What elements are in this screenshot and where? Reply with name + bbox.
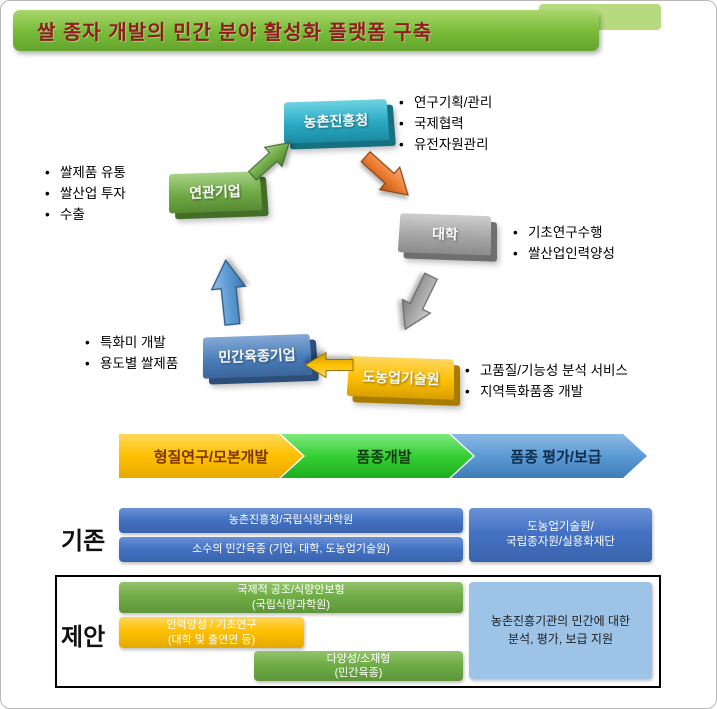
- node-provincial-tech-institute: 도농업기술원: [346, 355, 455, 400]
- notes-related-company: 쌀제품 유통 쌀산업 투자 수출: [45, 163, 126, 226]
- note-item: 유전자원관리: [399, 135, 492, 156]
- existing-row-label: 기존: [61, 528, 106, 555]
- proposal-bar-hr-basic-research-line1: 인력양성 / 기초연구: [166, 619, 257, 632]
- arrow-private-to-related-icon: [206, 254, 251, 330]
- proposal-bar-food-security-line1: 국제적 공조/식량안보형: [237, 584, 345, 597]
- proposal-right-line2: 분석, 평가, 보급 지원: [508, 631, 613, 646]
- note-item: 지역특화품종 개발: [465, 382, 628, 403]
- node-private-breeding-company-label: 민간육종기업: [218, 346, 297, 366]
- existing-bar-private-text: 소수의 민간육종 (기업, 대학, 도농업기술원): [192, 543, 390, 556]
- note-item: 국제협력: [399, 114, 492, 135]
- proposal-bar-diversity-line2: (민간육종): [334, 667, 383, 679]
- notes-provincial-tech-institute: 고품질/기능성 분석 서비스 지역특화품종 개발: [465, 361, 628, 403]
- note-item: 특화미 개발: [85, 333, 178, 354]
- proposal-row-label: 제안: [61, 624, 106, 651]
- proposal-bar-food-security: 국제적 공조/식량안보형 (국립식량과학원): [119, 582, 463, 613]
- note-item: 쌀산업 투자: [45, 184, 126, 205]
- note-item: 고품질/기능성 분석 서비스: [465, 361, 628, 382]
- note-item: 쌀제품 유통: [45, 163, 126, 184]
- arrow-rda-to-university-icon: [353, 143, 420, 208]
- block-arrow-shape: [401, 272, 439, 331]
- arrow-provincial-to-private-icon: [304, 350, 354, 380]
- existing-right-line1: 도농업기술원/: [527, 521, 594, 534]
- proposal-right-line1: 농촌진흥기관의 민간에 대한: [490, 614, 631, 629]
- note-item: 연구기획/관리: [399, 93, 492, 114]
- existing-bar-rda-text: 농촌진흥청/국립식량과학원: [228, 514, 354, 527]
- existing-bar-rda: 농촌진흥청/국립식량과학원: [119, 508, 463, 533]
- existing-bar-private: 소수의 민간육종 (기업, 대학, 도농업기술원): [119, 537, 463, 562]
- arrow-related-to-rda-icon: [241, 130, 301, 189]
- block-arrow-shape: [304, 351, 354, 379]
- proposal-bar-hr-basic-research-line2: (대학 및 출연연 등): [167, 633, 256, 646]
- block-arrow-shape: [360, 150, 409, 196]
- process-step-label: 품종 평가/보급: [510, 448, 602, 466]
- note-item: 기초연구수행: [513, 223, 615, 244]
- proposal-bar-diversity-line1: 다양성/소재형: [326, 652, 391, 665]
- proposal-bar-hr-basic-research: 인력양성 / 기초연구 (대학 및 출연연 등): [119, 617, 304, 648]
- notes-private-breeding-company: 특화미 개발 용도별 쌀제품: [85, 333, 178, 375]
- proposal-right-box: 농촌진흥기관의 민간에 대한 분석, 평가, 보급 지원: [469, 582, 652, 679]
- proposal-frame: [55, 575, 661, 688]
- node-rda-label: 농촌진흥청: [303, 112, 369, 130]
- title-banner: 쌀 종자 개발의 민간 분야 활성화 플랫폼 구축: [13, 10, 599, 51]
- proposal-bar-diversity: 다양성/소재형 (민간육종): [254, 651, 463, 681]
- process-step-label: 형질연구/모본개발: [153, 448, 269, 466]
- node-university: 대학: [397, 213, 492, 256]
- note-item: 용도별 쌀제품: [85, 354, 178, 375]
- process-step-label: 품종개발: [356, 448, 412, 466]
- note-item: 수출: [45, 205, 126, 226]
- existing-right-box: 도농업기술원/ 국립종자원/실용화재단: [469, 508, 652, 562]
- existing-right-line2: 국립종자원/실용화재단: [506, 536, 615, 548]
- notes-rda: 연구기획/관리 국제협력 유전자원관리: [399, 93, 492, 156]
- node-related-company-label: 연관기업: [189, 183, 242, 201]
- process-step-trait-research: 형질연구/모본개발: [119, 434, 303, 478]
- note-item: 쌀산업인력양성: [513, 244, 615, 265]
- arrow-university-to-provincial-icon: [388, 267, 448, 339]
- node-private-breeding-company: 민간육종기업: [202, 333, 313, 379]
- process-step-variety-development: 품종개발: [281, 434, 473, 478]
- node-related-company: 연관기업: [168, 171, 263, 214]
- block-arrow-shape: [247, 141, 290, 181]
- notes-university: 기초연구수행 쌀산업인력양성: [513, 223, 615, 265]
- node-provincial-tech-institute-label: 도농업기술원: [361, 368, 440, 387]
- node-university-label: 대학: [431, 225, 459, 243]
- page-title: 쌀 종자 개발의 민간 분야 활성화 플랫폼 구축: [37, 22, 433, 44]
- node-rda: 농촌진흥청: [283, 99, 390, 144]
- proposal-bar-food-security-line2: (국립식량과학원): [251, 598, 331, 611]
- process-step-evaluation-distribution: 품종 평가/보급: [451, 434, 647, 478]
- block-arrow-shape: [210, 258, 247, 326]
